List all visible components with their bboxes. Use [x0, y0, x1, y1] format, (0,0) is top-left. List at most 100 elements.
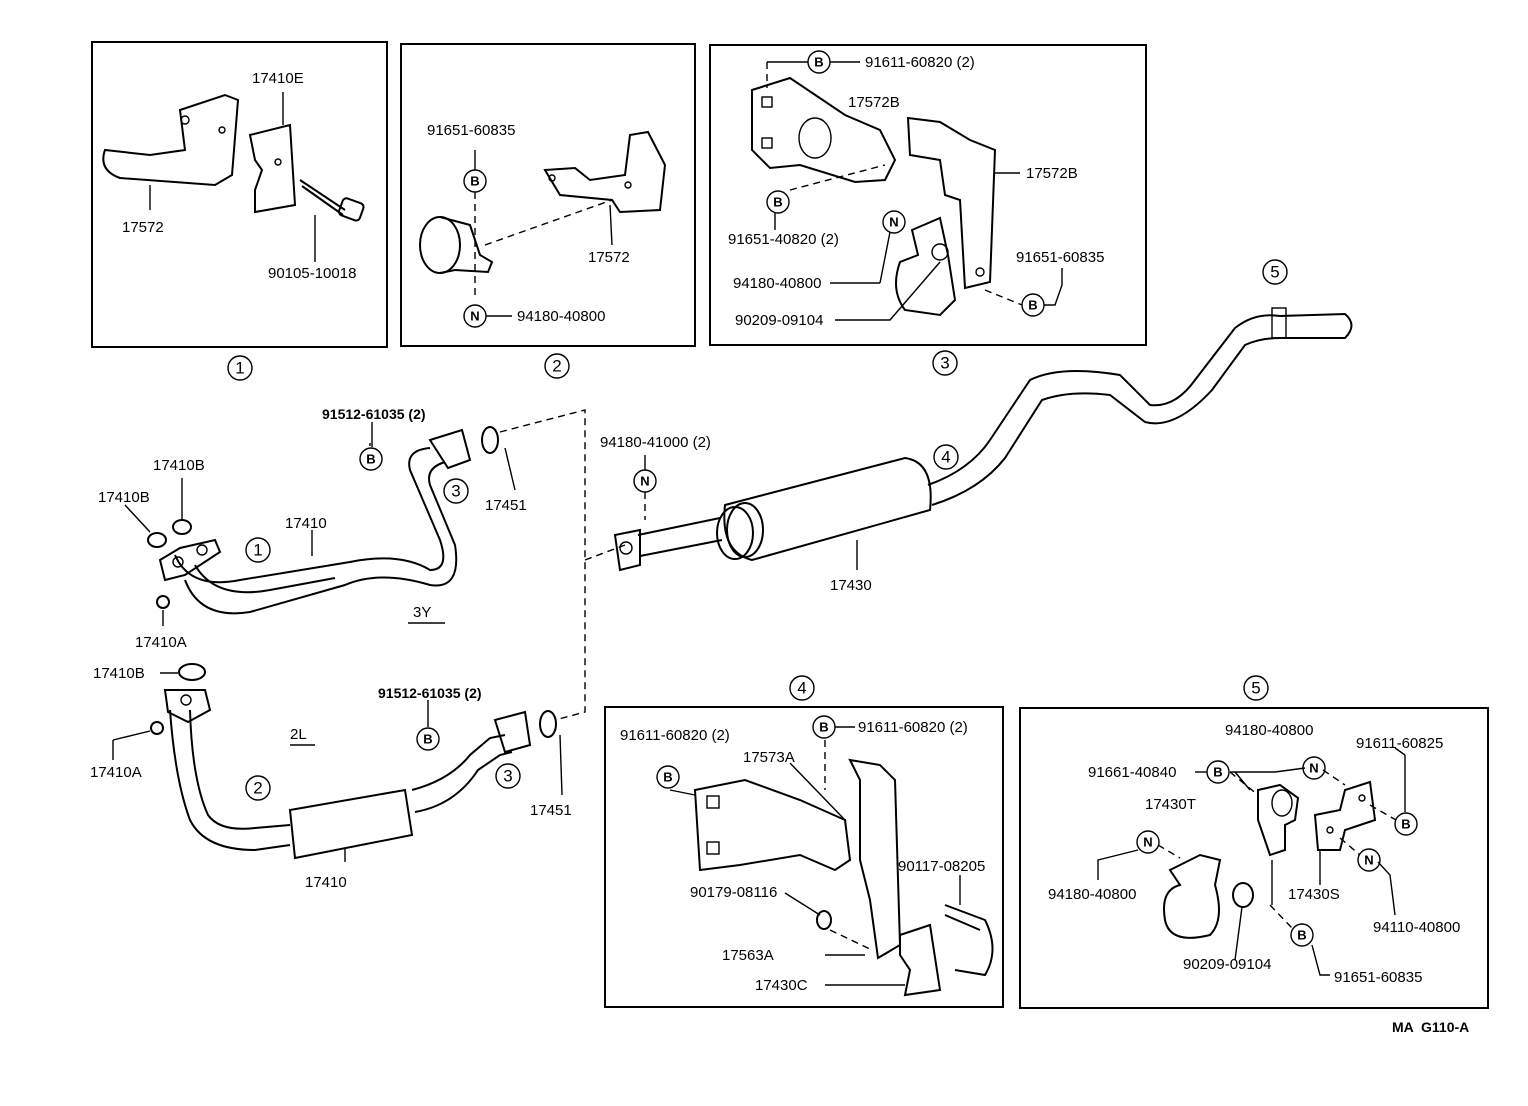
- front-flange: [613, 528, 641, 572]
- label-90209-09104: 90209-09104: [1183, 956, 1271, 973]
- tail-pipe-assembly: N 94180-41000 (2) 17430: [600, 307, 1353, 594]
- panel-5-frame: [1019, 707, 1489, 1009]
- symbol-b-right: B: [1401, 817, 1410, 832]
- muffler-17430: [723, 456, 932, 562]
- svg-text:5: 5: [1270, 263, 1279, 282]
- marker-3-main-bottom[interactable]: 3: [495, 763, 521, 789]
- symbol-b-left: B: [663, 770, 672, 785]
- symbol-n-top: N: [1309, 761, 1318, 776]
- flange-2l-rear: [493, 710, 532, 754]
- pipe-2l-front: [169, 709, 291, 852]
- label-17410a-top: 17410A: [135, 634, 187, 651]
- marker-2-main[interactable]: 2: [245, 775, 271, 801]
- symbol-b-left: B: [1213, 765, 1222, 780]
- symbol-n: N: [470, 309, 479, 324]
- clamp-panel-5: [1163, 853, 1222, 939]
- bracket-17572-drawing: [102, 93, 240, 187]
- symbol-n: N: [889, 215, 898, 230]
- tail-pipe-end: [1279, 312, 1353, 339]
- label-94180-40800-top: 94180-40800: [1225, 722, 1313, 739]
- label-91651-60835: 91651-60835: [427, 122, 515, 139]
- bracket-17563a: [848, 758, 902, 960]
- label-17573a: 17573A: [743, 749, 795, 766]
- clamp-drawing-3: [895, 216, 957, 317]
- label-91512-top: 91512-61035 (2): [322, 406, 426, 422]
- front-pipe-2l: 17410B 17410A 17410 91512-61035 (2) 1745…: [90, 663, 572, 891]
- marker-5-main[interactable]: 5: [1262, 259, 1288, 285]
- label-91611-60820-left: 91611-60820 (2): [620, 727, 730, 744]
- marker-5: 5: [1251, 679, 1260, 698]
- bracket-17572b-left: [751, 76, 897, 184]
- label-91651-60835: 91651-60835: [1016, 249, 1104, 266]
- panel-4-marker[interactable]: 4: [789, 675, 815, 701]
- label-engine-2l: 2L: [290, 726, 307, 743]
- label-91651-60835: 91651-60835: [1334, 969, 1422, 986]
- flange-3y-rear: [428, 428, 472, 470]
- panel-3: B B N B 91611-60820 (2) 17572B 17572B 91…: [709, 44, 1147, 346]
- label-91611-60820: 91611-60820 (2): [865, 54, 975, 71]
- clamp-17430c: [899, 923, 942, 997]
- symbol-n-left: N: [1143, 835, 1152, 850]
- svg-text:4: 4: [941, 448, 950, 467]
- marker-3-main-top[interactable]: 3: [443, 478, 469, 504]
- symbol-b-2l: B: [423, 732, 432, 747]
- marker-2: 2: [552, 357, 561, 376]
- symbol-b-right: B: [1028, 298, 1037, 313]
- symbol-b-top: B: [814, 55, 823, 70]
- bracket-17573a: [693, 778, 852, 872]
- label-17563a: 17563A: [722, 947, 774, 964]
- symbol-b-bottom: B: [1297, 928, 1306, 943]
- marker-4-main[interactable]: 4: [933, 444, 959, 470]
- panel-1-frame: [91, 41, 388, 348]
- marker-3: 3: [940, 354, 949, 373]
- label-94180-40800: 94180-40800: [733, 275, 821, 292]
- label-90117-08205: 90117-08205: [898, 858, 985, 875]
- bracket-17572b-right: [906, 116, 997, 290]
- label-91651-40820: 91651-40820 (2): [728, 231, 839, 248]
- label-94180-40800-left: 94180-40800: [1048, 886, 1136, 903]
- panel-5: B N B N N B 94180-40800 91611-60825 9166…: [1019, 707, 1489, 1009]
- panel-2: B N 91651-60835 17572 94180-40800: [400, 43, 696, 347]
- svg-text:1: 1: [253, 541, 262, 560]
- marker-1-main[interactable]: 1: [245, 537, 271, 563]
- panel-2-frame: [400, 43, 696, 347]
- label-90179-08116: 90179-08116: [690, 884, 777, 901]
- symbol-n-main: N: [640, 474, 649, 489]
- svg-text:3: 3: [503, 767, 512, 786]
- label-17410-top: 17410: [285, 515, 327, 532]
- panel-4: B B 91611-60820 (2) 91611-60820 (2) 1757…: [604, 706, 1004, 1008]
- panel-1-marker[interactable]: 1: [227, 355, 253, 381]
- label-91661-40840: 91661-40840: [1088, 764, 1176, 781]
- label-94180-40800: 94180-40800: [517, 308, 605, 325]
- label-91611-60825: 91611-60825: [1356, 735, 1443, 752]
- marker-4: 4: [797, 679, 806, 698]
- label-17410b-c: 17410B: [93, 665, 145, 682]
- label-91611-60820-top: 91611-60820 (2): [858, 719, 968, 736]
- label-90105-10018: 90105-10018: [268, 265, 356, 282]
- panel-5-marker[interactable]: 5: [1243, 675, 1269, 701]
- panel-2-marker[interactable]: 2: [544, 353, 570, 379]
- svg-text:2: 2: [253, 779, 262, 798]
- label-17572b-right: 17572B: [1026, 165, 1078, 182]
- symbol-n-right: N: [1364, 853, 1373, 868]
- label-17410-bot: 17410: [305, 874, 347, 891]
- label-17430c: 17430C: [755, 977, 808, 994]
- symbol-n-circle: [463, 304, 487, 328]
- panel-1: 17410E 17572 90105-10018: [91, 41, 388, 348]
- label-94110-40800: 94110-40800: [1373, 919, 1460, 936]
- label-17451-top: 17451: [485, 497, 527, 514]
- label-17451-bot: 17451: [530, 802, 572, 819]
- bolt-90105-drawing: [299, 179, 346, 216]
- clamp-ring-drawing: [419, 216, 461, 274]
- label-17430t: 17430T: [1145, 796, 1196, 813]
- panel-4-frame: [604, 706, 1004, 1008]
- flange-3y: [158, 538, 222, 582]
- symbol-b-circle: [463, 169, 487, 193]
- label-94180-41000: 94180-41000 (2): [600, 434, 711, 451]
- connection-dash: [499, 409, 586, 721]
- label-17572: 17572: [122, 219, 164, 236]
- panel-3-marker[interactable]: 3: [932, 350, 958, 376]
- label-engine-3y: 3Y: [413, 604, 431, 621]
